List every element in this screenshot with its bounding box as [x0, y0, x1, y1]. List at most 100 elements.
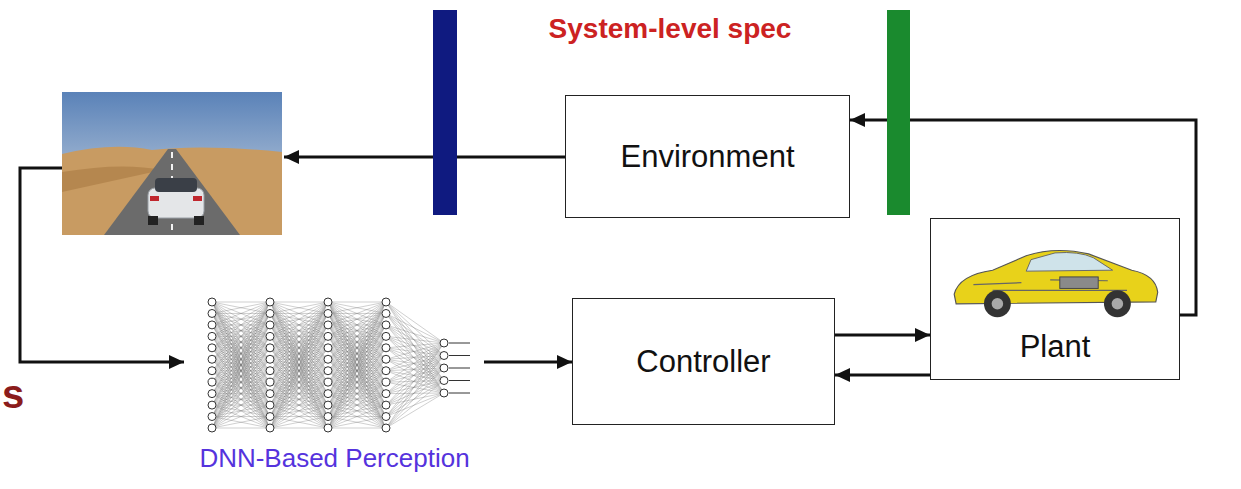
network-link: [212, 302, 270, 313]
network-link: [386, 393, 444, 417]
network-link: [270, 348, 328, 428]
network-link: [212, 371, 270, 428]
network-link: [328, 302, 386, 325]
network-link: [270, 405, 328, 428]
network-link: [212, 325, 270, 428]
network-link: [386, 356, 444, 394]
neuron: [324, 298, 332, 306]
network-link: [270, 325, 328, 428]
network-link: [270, 348, 328, 428]
neuron: [382, 424, 390, 432]
neuron: [382, 355, 390, 363]
neuron: [266, 413, 274, 421]
network-link: [270, 302, 328, 382]
network-link: [212, 302, 270, 348]
neuron: [208, 390, 216, 398]
neuron: [382, 413, 390, 421]
neuron: [208, 401, 216, 409]
car-window: [155, 178, 197, 192]
network-link: [270, 302, 328, 313]
network-link: [328, 336, 386, 428]
network-link: [270, 302, 328, 394]
network-link: [212, 302, 270, 405]
neuron: [324, 344, 332, 352]
neuron: [324, 332, 332, 340]
network-link: [212, 348, 270, 428]
network-link: [212, 336, 270, 428]
network-link: [212, 302, 270, 348]
network-link: [328, 302, 386, 428]
sky: [62, 92, 282, 235]
network-link: [212, 302, 270, 325]
network-link: [270, 382, 328, 428]
neuron: [266, 298, 274, 306]
network-link: [328, 348, 386, 428]
neuron: [324, 367, 332, 375]
neuron: [324, 378, 332, 386]
node-label: DNN-Based Perception: [199, 444, 469, 474]
engine: [1060, 277, 1098, 289]
network-link: [386, 313, 444, 355]
tail-light: [150, 196, 159, 201]
network-link: [328, 302, 386, 371]
network-link: [328, 302, 386, 428]
network-link: [386, 343, 444, 405]
controller-box: Controller: [572, 298, 835, 425]
network-link: [270, 382, 328, 428]
network-link: [328, 417, 386, 428]
network-link: [328, 302, 386, 394]
network-link: [328, 359, 386, 428]
network-link: [212, 302, 270, 313]
network-link: [386, 356, 444, 429]
network-link: [212, 302, 270, 303]
network-links: [212, 302, 444, 428]
network-link: [270, 302, 328, 325]
network-link: [386, 356, 444, 417]
car-body: [148, 188, 204, 218]
neuron: [382, 298, 390, 306]
neuron: [208, 321, 216, 329]
network-link: [212, 302, 270, 428]
neuron: [324, 424, 332, 432]
node-label: Plant: [1020, 329, 1091, 365]
network-link: [270, 302, 328, 303]
network-link: [386, 313, 444, 368]
network-link: [328, 302, 386, 303]
network-link: [386, 343, 444, 417]
neuron: [382, 332, 390, 340]
network-link: [212, 302, 270, 371]
network-link: [328, 417, 386, 428]
signal-arrow: [484, 361, 572, 364]
network-link: [328, 302, 386, 313]
neuron: [266, 378, 274, 386]
network-link: [212, 313, 270, 428]
network-link: [270, 302, 328, 405]
spec-bar: [433, 10, 457, 215]
neuron: [208, 378, 216, 386]
wheel: [194, 216, 204, 225]
neuron: [266, 355, 274, 363]
network-link: [328, 302, 386, 348]
neural-network: [190, 288, 480, 438]
network-link: [270, 302, 328, 428]
neuron: [266, 401, 274, 409]
network-link: [270, 302, 328, 428]
network-link: [212, 428, 270, 429]
network-link: [328, 302, 386, 348]
network-link: [328, 371, 386, 428]
output-line: [449, 343, 470, 344]
neuron: [382, 390, 390, 398]
network-link: [212, 325, 270, 428]
network-link: [386, 356, 444, 406]
network-link: [328, 302, 386, 371]
network-link: [328, 382, 386, 428]
network-link: [212, 348, 270, 428]
wheel: [148, 216, 158, 225]
network-link: [328, 302, 386, 382]
neuron: [324, 390, 332, 398]
network-link: [386, 368, 444, 405]
network-link: [328, 394, 386, 428]
node-label: Controller: [636, 344, 770, 380]
neuron: [266, 332, 274, 340]
neuron: [266, 321, 274, 329]
